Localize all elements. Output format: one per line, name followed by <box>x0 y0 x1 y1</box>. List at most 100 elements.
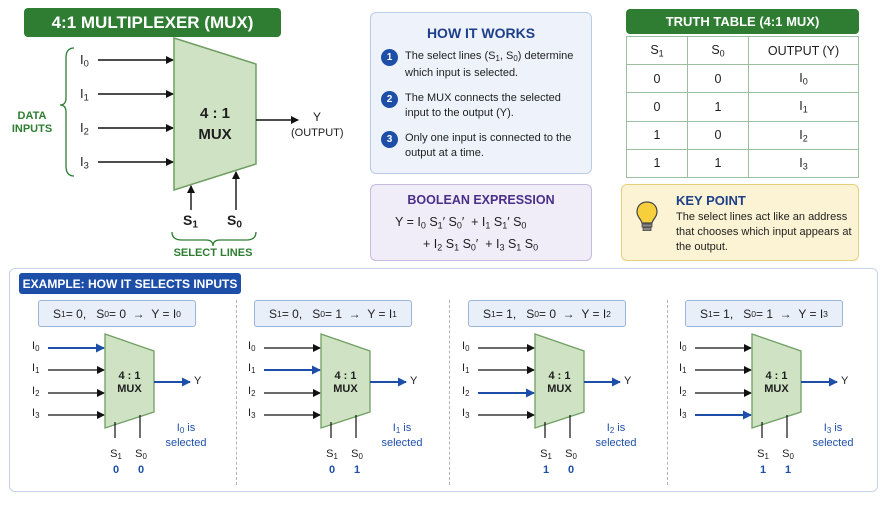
key-point-text: The select lines act like an address tha… <box>676 211 852 253</box>
mux-label: 4 : 1 MUX <box>198 105 232 143</box>
panel-select-value: 1 <box>542 464 550 476</box>
panel-select-value: 1 <box>353 464 361 476</box>
step-number-badge: 2 <box>381 90 398 108</box>
page-title: 4:1 MULTIPLEXER (MUX) <box>24 8 281 37</box>
panel-divider <box>236 300 237 485</box>
table-cell: 1 <box>687 148 749 179</box>
panel-output-label: Y <box>410 375 418 387</box>
panel-input-label: I0 <box>462 340 470 353</box>
panel-mux-body <box>534 333 585 429</box>
table-cell: 1 <box>626 148 688 179</box>
truth-table-header: S0 <box>687 36 749 65</box>
panel-input-label: I0 <box>679 340 687 353</box>
table-cell: 0 <box>687 63 749 94</box>
panel-input-label: I1 <box>462 362 470 375</box>
panel-mux-diagram <box>48 333 191 438</box>
input-label-i3: I3 <box>80 154 89 171</box>
panel-mux-body <box>751 333 802 429</box>
boolean-line-1: Y = I0 S1′ S0′ + I1 S1′ S0 <box>395 215 527 231</box>
panel-select-value: 0 <box>567 464 575 476</box>
step-number-badge: 3 <box>381 130 398 148</box>
panel-select-label: S1 <box>326 448 338 461</box>
example-title: EXAMPLE: HOW IT SELECTS INPUTS <box>19 273 241 294</box>
panel-mux-diagram <box>264 333 407 438</box>
table-cell: I2 <box>748 120 859 150</box>
data-inputs-label: DATA INPUTS <box>11 110 53 135</box>
panel-output-label: Y <box>624 375 632 387</box>
boolean-expression-title: BOOLEAN EXPRESSION <box>407 193 555 207</box>
table-cell: 1 <box>626 120 688 150</box>
panel-input-label: I1 <box>248 362 256 375</box>
key-point-title: KEY POINT <box>676 193 746 208</box>
panel-select-label: S0 <box>565 448 577 461</box>
panel-select-label: S0 <box>351 448 363 461</box>
how-item-1: 1 The select lines (S1, S0) determine whi… <box>381 49 583 81</box>
panel-input-label: I2 <box>248 385 256 398</box>
data-inputs-brace <box>59 47 75 177</box>
table-cell: I1 <box>748 92 859 122</box>
panel-mux-body <box>320 333 371 429</box>
output-caption: (OUTPUT) <box>291 127 344 139</box>
panel-output-label: Y <box>194 375 202 387</box>
panel-input-label: I1 <box>32 362 40 375</box>
table-cell: 0 <box>687 120 749 150</box>
panel-select-label: S1 <box>757 448 769 461</box>
panel-input-label: I3 <box>462 407 470 420</box>
panel-output-label: Y <box>841 375 849 387</box>
how-item-text: The select lines (S1, S0) determine whic… <box>405 50 574 79</box>
panel-select-label: S0 <box>135 448 147 461</box>
table-cell: 0 <box>626 92 688 122</box>
table-cell: 1 <box>687 92 749 122</box>
input-label-i1: I1 <box>80 86 89 103</box>
select-lines-label: SELECT LINES <box>173 247 253 259</box>
panel-select-label: S0 <box>782 448 794 461</box>
step-number-badge: 1 <box>381 49 398 66</box>
select-label-s0: S0 <box>227 212 242 231</box>
key-point-box: KEY POINT The select lines act like an a… <box>621 184 859 261</box>
boolean-line-2: + I2 S1 S0′ + I3 S1 S0 <box>423 237 539 253</box>
panel-input-label: I2 <box>32 385 40 398</box>
truth-table-title: TRUTH TABLE (4:1 MUX) <box>626 9 859 34</box>
how-it-works-title: HOW IT WORKS <box>426 25 536 41</box>
how-it-works-box: HOW IT WORKS 1 The select lines (S1, S0) … <box>370 12 592 174</box>
panel-mux-body <box>104 333 155 429</box>
boolean-expression-box: BOOLEAN EXPRESSION Y = I0 S1′ S0′ + I1 S… <box>370 184 592 261</box>
panel-input-label: I3 <box>679 407 687 420</box>
panel-input-label: I1 <box>679 362 687 375</box>
truth-table-header: S1 <box>626 36 688 65</box>
panel-input-label: I0 <box>32 340 40 353</box>
output-y-label: Y <box>313 110 322 124</box>
panel-select-value: 0 <box>137 464 145 476</box>
select-lines-brace <box>171 231 257 247</box>
how-item-text: Only one input is connected to the outpu… <box>405 131 572 159</box>
input-label-i0: I0 <box>80 52 89 69</box>
panel-mux-diagram <box>695 333 838 438</box>
panel-divider <box>667 300 668 485</box>
panel-select-value: 1 <box>784 464 792 476</box>
panel-select-label: S1 <box>110 448 122 461</box>
panel-divider <box>449 300 450 485</box>
truth-table-header: OUTPUT (Y) <box>748 36 859 65</box>
panel-select-value: 0 <box>112 464 120 476</box>
panel-input-label: I2 <box>462 385 470 398</box>
